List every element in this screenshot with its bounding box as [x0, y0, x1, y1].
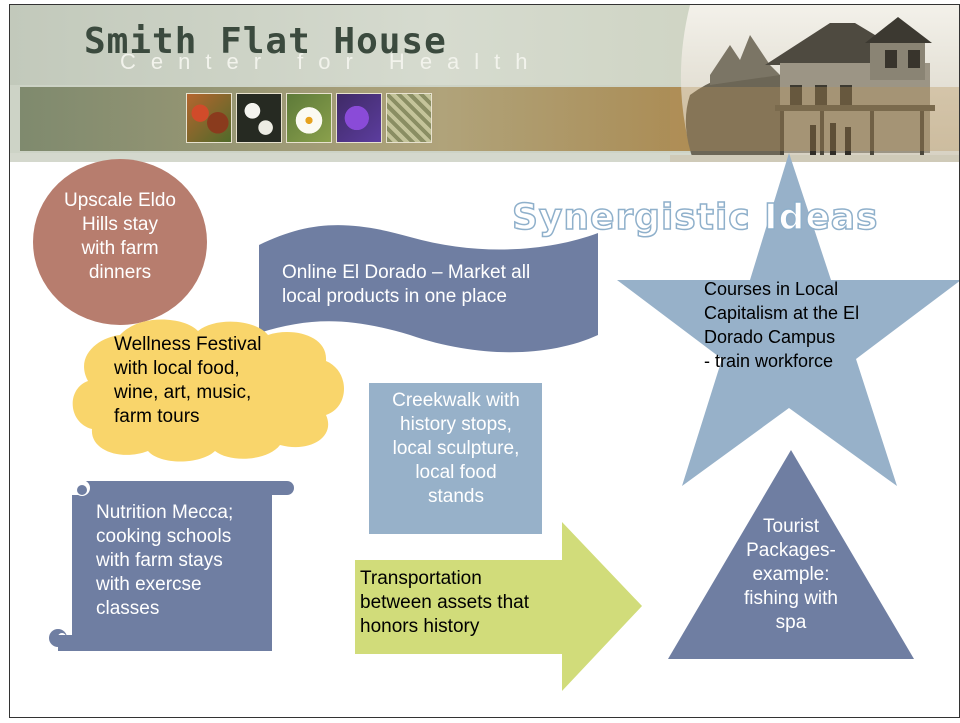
- upscale-line: Upscale Eldo: [64, 190, 176, 211]
- transport-line: honors history: [360, 616, 480, 637]
- upscale-line: with farm: [81, 238, 159, 259]
- slide-heading: Synergistic Ideas: [511, 196, 879, 239]
- online-text: Online El Dorado – Market all local prod…: [282, 261, 602, 309]
- banner-divider: [10, 153, 959, 162]
- header-banner: Smith Flat House Center for Health: [10, 5, 959, 162]
- wellness-line: Wellness Festival: [114, 334, 262, 355]
- fern-thumbnail: [386, 93, 432, 143]
- nutrition-scroll: [49, 480, 294, 651]
- tourist-line: example:: [752, 564, 830, 585]
- online-line: Online El Dorado – Market all: [282, 262, 531, 283]
- creekwalk-line: local food: [415, 462, 497, 483]
- nutrition-line: with farm stays: [96, 550, 223, 571]
- historic-house-photo: [670, 5, 959, 162]
- courses-star: [617, 153, 959, 486]
- diagram-shapes: [33, 153, 959, 691]
- tourist-line: Tourist: [763, 516, 819, 537]
- creekwalk-line: Creekwalk with: [392, 390, 520, 411]
- tourist-line: Packages-: [746, 540, 836, 561]
- transport-line: between assets that: [360, 592, 529, 613]
- transport-arrow: [355, 522, 642, 691]
- wellness-cloud: [72, 319, 344, 462]
- creekwalk-line: local sculpture,: [392, 438, 520, 459]
- white-blossoms-thumbnail: [236, 93, 282, 143]
- wellness-line: farm tours: [114, 406, 200, 427]
- nutrition-line: with exercse: [96, 574, 202, 595]
- transport-line: Transportation: [360, 568, 482, 589]
- purple-iris-thumbnail: [336, 93, 382, 143]
- upscale-text: Upscale Eldo Hills stay with farm dinner…: [40, 189, 200, 285]
- site-title: Smith Flat House: [84, 21, 447, 62]
- nutrition-text: Nutrition Mecca; cooking schools with fa…: [96, 501, 266, 621]
- courses-line: Capitalism at the El: [704, 303, 860, 323]
- wellness-line: with local food,: [114, 358, 240, 379]
- upscale-line: dinners: [88, 262, 152, 283]
- creekwalk-box: [369, 383, 542, 534]
- online-wave-banner: [259, 225, 598, 353]
- tourist-line: fishing with: [744, 588, 838, 609]
- nutrition-line: classes: [96, 598, 160, 619]
- creekwalk-line: history stops,: [400, 414, 512, 435]
- upscale-circle: [33, 159, 207, 325]
- wellness-line: wine, art, music,: [114, 382, 252, 403]
- wellness-text: Wellness Festival with local food, wine,…: [114, 333, 314, 429]
- courses-line: - train workforce: [704, 351, 834, 371]
- tourist-line: spa: [775, 612, 807, 633]
- tourist-triangle: [668, 450, 914, 659]
- white-daffodil-thumbnail: [286, 93, 332, 143]
- creekwalk-text: Creekwalk with history stops, local scul…: [372, 389, 540, 509]
- courses-line: Courses in Local: [704, 279, 839, 299]
- creekwalk-line: stands: [428, 486, 484, 507]
- tourist-text: Tourist Packages- example: fishing with …: [716, 515, 866, 635]
- courses-line: Dorado Campus: [704, 327, 836, 347]
- transport-text: Transportation between assets that honor…: [360, 567, 570, 639]
- nutrition-line: Nutrition Mecca;: [96, 502, 234, 523]
- site-subtitle: Center for Health: [120, 49, 543, 74]
- slide: Smith Flat House Center for Health Syner…: [9, 4, 960, 718]
- upscale-line: Hills stay: [81, 214, 158, 235]
- autumn-foliage-thumbnail: [186, 93, 232, 143]
- nutrition-line: cooking schools: [96, 526, 232, 547]
- online-line: local products in one place: [282, 286, 507, 307]
- courses-text: Courses in Local Capitalism at the El Do…: [704, 277, 904, 373]
